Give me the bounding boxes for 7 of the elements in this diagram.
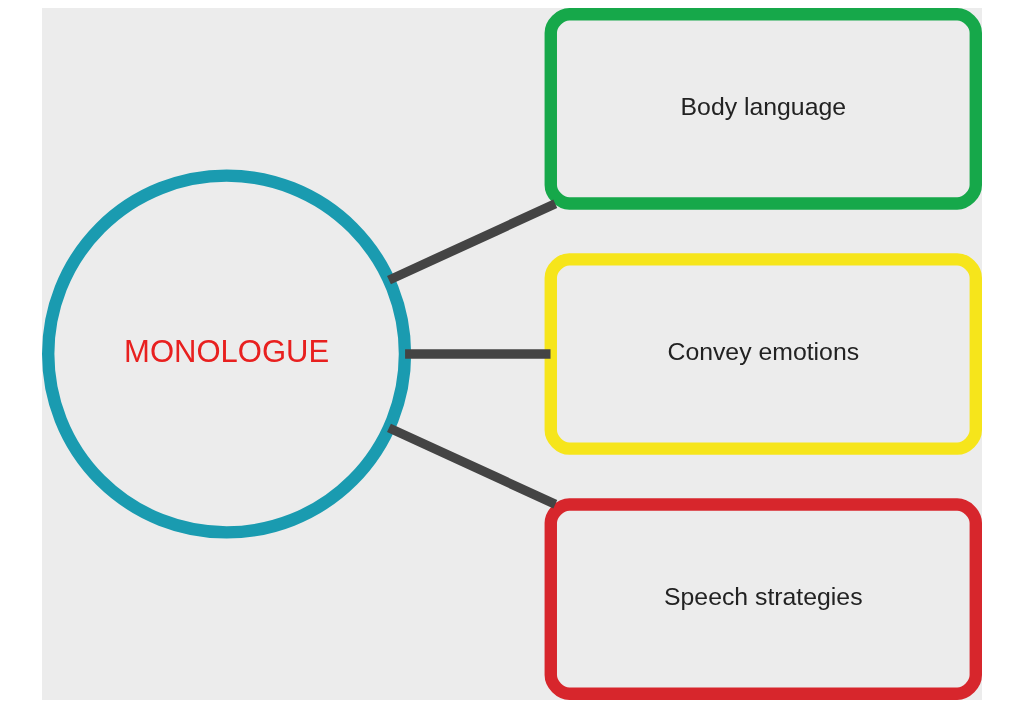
node-circle: MONOLOGUE (41, 169, 411, 539)
connector (386, 423, 557, 509)
connector (404, 349, 550, 359)
connector (386, 199, 557, 285)
node-box: Convey emotions (544, 253, 982, 455)
node-box: Body language (544, 8, 982, 210)
node-box: Speech strategies (544, 498, 982, 700)
